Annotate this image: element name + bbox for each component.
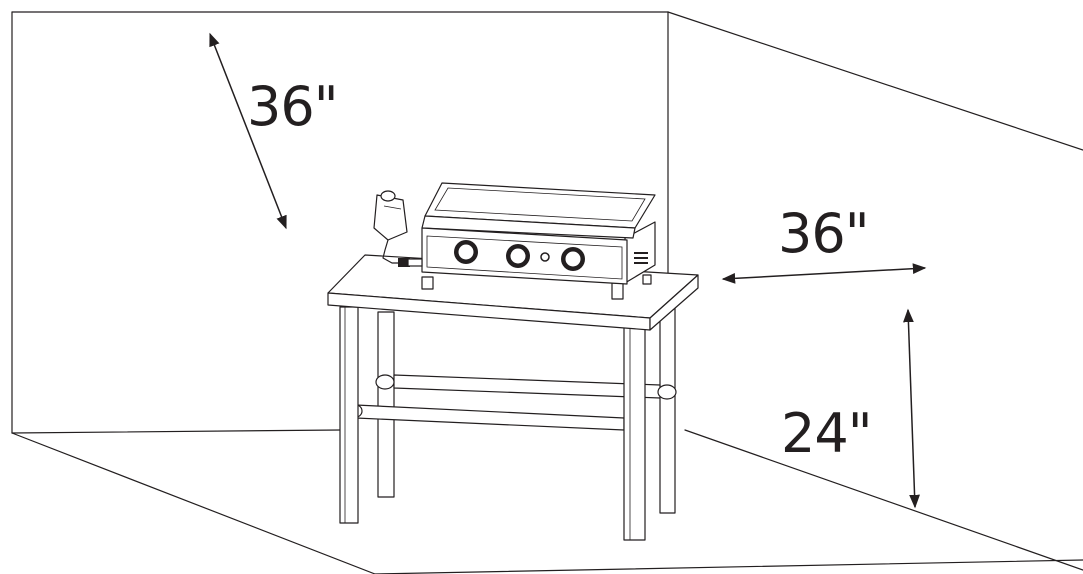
wall-clearance-label: 36" bbox=[247, 75, 339, 138]
knob-center bbox=[506, 244, 530, 268]
wall-clearance-arrow bbox=[209, 32, 287, 230]
griddle bbox=[421, 182, 656, 300]
gas-regulator bbox=[373, 190, 423, 267]
knob-right bbox=[561, 247, 585, 271]
knob-left bbox=[454, 240, 478, 264]
floor-height-label: 24" bbox=[781, 402, 873, 465]
igniter-button bbox=[540, 252, 550, 262]
height-clearance-arrow bbox=[903, 308, 920, 509]
room-walls bbox=[11, 11, 1083, 574]
side-clearance-label: 36" bbox=[778, 202, 870, 265]
table bbox=[327, 254, 699, 541]
side-clearance-arrow bbox=[721, 263, 927, 284]
